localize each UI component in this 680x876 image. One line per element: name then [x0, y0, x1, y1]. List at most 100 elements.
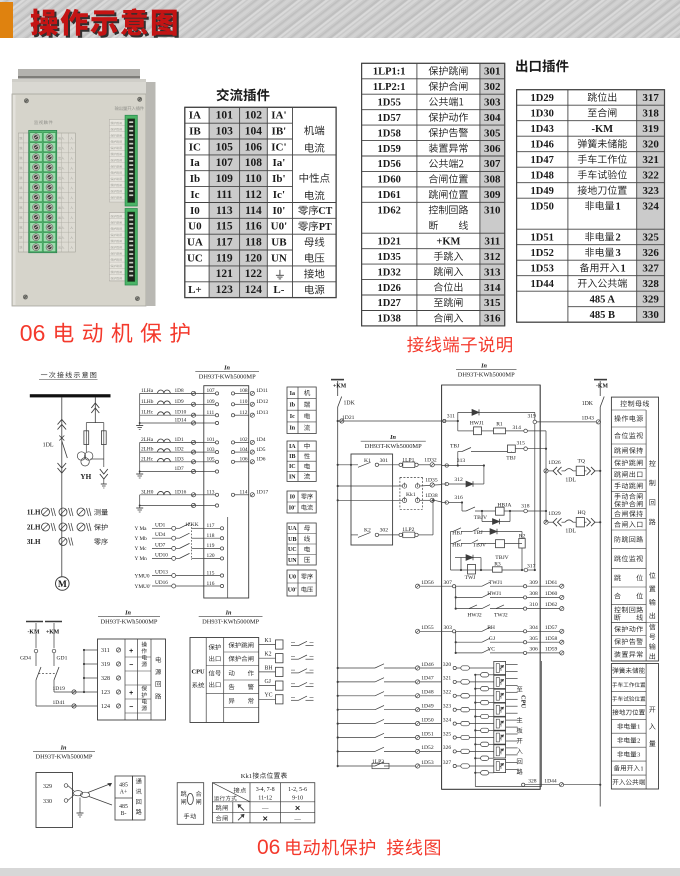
svg-text:314: 314 — [513, 425, 522, 431]
svg-text:Kk1: Kk1 — [406, 492, 416, 498]
svg-text:TBJV: TBJV — [495, 555, 508, 561]
svg-text:✕: ✕ — [262, 815, 268, 823]
svg-text:485 A: 485 A — [590, 294, 616, 305]
svg-text:1D60: 1D60 — [378, 175, 401, 186]
svg-text:HBJA: HBJA — [497, 503, 511, 509]
svg-text:1D38: 1D38 — [378, 314, 401, 325]
svg-text:11-12: 11-12 — [258, 795, 272, 801]
svg-text:1D16: 1D16 — [175, 489, 187, 495]
svg-text:HWJ2: HWJ2 — [467, 613, 481, 619]
svg-text:DH93T-KWh5000MP: DH93T-KWh5000MP — [199, 374, 256, 381]
svg-text:301: 301 — [380, 458, 389, 464]
svg-text:318: 318 — [642, 107, 659, 119]
svg-text:K1: K1 — [364, 458, 371, 464]
svg-text:U0': U0' — [288, 588, 297, 594]
svg-text:1LHa: 1LHa — [141, 388, 154, 394]
svg-text:IB: IB — [189, 126, 201, 138]
svg-text:321: 321 — [443, 676, 452, 682]
svg-text:UC: UC — [187, 252, 203, 264]
svg-text:1D62: 1D62 — [378, 206, 401, 217]
svg-text:+KM: +KM — [46, 630, 60, 636]
svg-text:DH93T-KWh5000MP: DH93T-KWh5000MP — [458, 372, 515, 379]
svg-text:BH: BH — [487, 625, 495, 631]
svg-text:1: 1 — [621, 263, 626, 274]
svg-text:110: 110 — [245, 173, 262, 185]
svg-text:GJ: GJ — [265, 679, 272, 685]
svg-text:IB: IB — [289, 454, 295, 460]
svg-text:117: 117 — [216, 237, 233, 249]
svg-text:119: 119 — [216, 252, 233, 264]
svg-text:YH: YH — [80, 473, 91, 481]
svg-text:1D47: 1D47 — [531, 155, 554, 166]
svg-text:301: 301 — [484, 66, 501, 78]
svg-text:320: 320 — [443, 662, 452, 668]
svg-text:TBJ: TBJ — [450, 444, 460, 450]
svg-text:UA: UA — [187, 237, 203, 249]
svg-text:1D35: 1D35 — [378, 252, 401, 263]
svg-text:YMU0: YMU0 — [135, 573, 150, 579]
svg-text:1D46: 1D46 — [531, 139, 554, 150]
svg-text:R3: R3 — [494, 561, 501, 567]
svg-text:104: 104 — [240, 447, 248, 453]
svg-text:1: 1 — [616, 201, 621, 212]
svg-text:1D53: 1D53 — [531, 263, 554, 274]
svg-text:1LHc: 1LHc — [141, 410, 154, 416]
svg-text:1D56: 1D56 — [421, 580, 434, 586]
svg-text:1D48: 1D48 — [531, 170, 554, 181]
svg-text:Y Mn: Y Mn — [135, 556, 148, 562]
svg-text:IA: IA — [289, 444, 296, 450]
svg-text:324: 324 — [642, 200, 659, 212]
svg-text:317: 317 — [527, 563, 536, 569]
svg-text:TWJ: TWJ — [465, 575, 477, 581]
svg-text:113: 113 — [207, 490, 215, 496]
svg-text:Ic: Ic — [190, 189, 199, 201]
svg-text:304: 304 — [529, 625, 538, 631]
svg-text:314: 314 — [484, 282, 501, 294]
svg-text:DH93T-KWh5000MP: DH93T-KWh5000MP — [101, 619, 158, 626]
svg-text:Ic: Ic — [290, 414, 295, 420]
svg-text:303: 303 — [484, 96, 501, 108]
svg-text:TBJ: TBJ — [506, 455, 516, 461]
svg-text:1D52: 1D52 — [531, 248, 554, 259]
svg-text:325: 325 — [443, 731, 452, 737]
svg-text:303: 303 — [444, 625, 453, 631]
svg-text:2: 2 — [637, 738, 640, 745]
svg-text:123: 123 — [216, 284, 234, 296]
svg-text:319: 319 — [101, 662, 110, 668]
svg-text:A+: A+ — [120, 790, 127, 796]
svg-text:✕: ✕ — [295, 805, 301, 813]
svg-text:116: 116 — [245, 221, 262, 233]
svg-text:316: 316 — [484, 313, 501, 325]
svg-text:115: 115 — [207, 570, 215, 576]
svg-text:HWJ1: HWJ1 — [487, 591, 501, 597]
svg-text:306: 306 — [529, 647, 538, 653]
svg-text:1D49: 1D49 — [531, 186, 554, 197]
svg-text:124: 124 — [245, 284, 263, 296]
svg-text:−: − — [129, 704, 133, 711]
svg-text:IB': IB' — [272, 126, 287, 138]
svg-text:HQ: HQ — [578, 510, 586, 516]
svg-text:U0': U0' — [271, 221, 288, 233]
svg-text:1D17: 1D17 — [256, 490, 268, 496]
svg-text:TBJV: TBJV — [474, 515, 487, 521]
svg-text:302: 302 — [484, 81, 501, 93]
svg-text:UA: UA — [288, 526, 297, 532]
svg-text:K2: K2 — [265, 652, 272, 658]
svg-text:1LHb: 1LHb — [141, 399, 154, 405]
svg-text:1D14: 1D14 — [175, 418, 187, 424]
svg-text:1D62: 1D62 — [545, 602, 558, 608]
svg-text:101: 101 — [207, 437, 215, 443]
svg-text:UD16: UD16 — [155, 580, 168, 586]
svg-text:1D59: 1D59 — [378, 144, 401, 155]
svg-text:107: 107 — [207, 388, 215, 394]
svg-text:Ia: Ia — [290, 391, 295, 397]
svg-text:1D26: 1D26 — [378, 283, 401, 294]
svg-text:1D35: 1D35 — [425, 478, 438, 484]
svg-text:326: 326 — [443, 745, 452, 751]
svg-text:YMU0': YMU0' — [135, 584, 151, 590]
svg-text:U0: U0 — [289, 575, 296, 581]
svg-text:2LHc: 2LHc — [141, 456, 154, 462]
svg-text:1D50: 1D50 — [531, 201, 554, 212]
svg-text:1D8: 1D8 — [175, 388, 184, 394]
svg-text:1D32: 1D32 — [424, 458, 437, 464]
